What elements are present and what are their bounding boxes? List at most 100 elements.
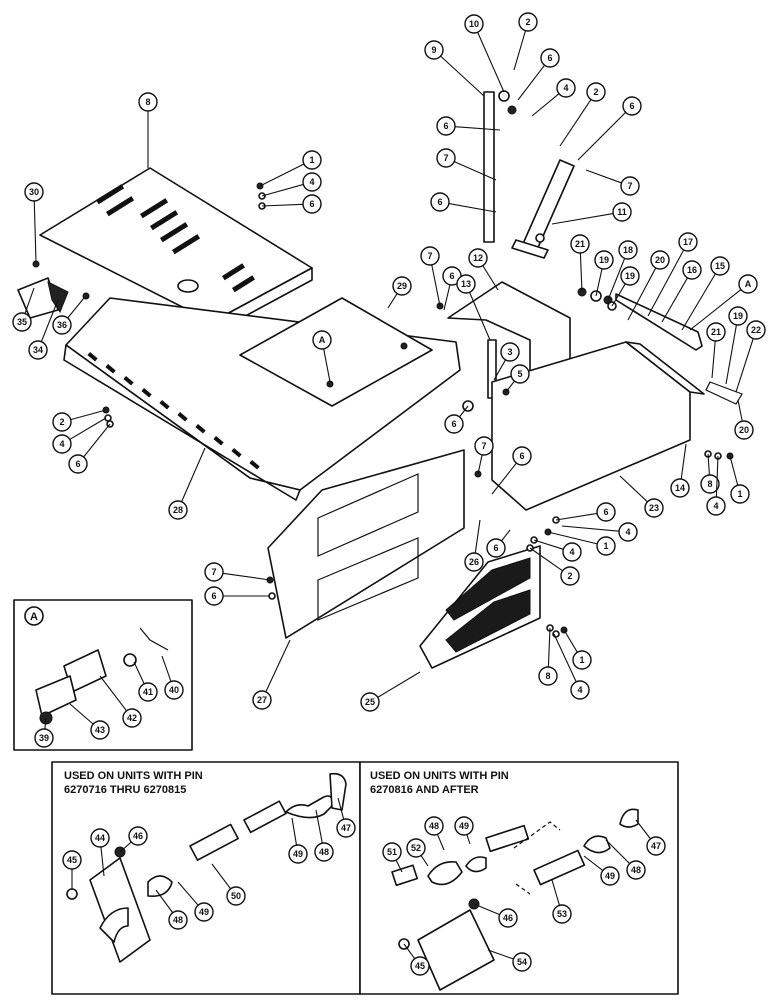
callout-5: 5	[505, 364, 530, 393]
callout-51: 51	[382, 842, 403, 873]
callout-number: 54	[517, 957, 527, 967]
callout-48: 48	[314, 809, 334, 862]
callout-bubble	[90, 828, 110, 848]
callout-42: 42	[99, 675, 142, 728]
callout-bubble	[28, 340, 48, 360]
callout-bubble	[314, 842, 334, 862]
callout-A: A	[312, 330, 332, 383]
callout-number: 3	[507, 347, 512, 357]
callout-54: 54	[487, 949, 532, 972]
callout-22: 22	[735, 320, 766, 393]
callout-23: 23	[619, 475, 664, 518]
callout-bubble	[556, 78, 576, 98]
callout-number: 46	[133, 831, 143, 841]
left-side-panel	[267, 449, 465, 639]
callout-number: 4	[577, 685, 582, 695]
callout-leader	[491, 462, 517, 495]
callout-leader	[529, 547, 563, 572]
callout-leader	[161, 655, 172, 682]
callout-45: 45	[62, 850, 82, 890]
callout-29: 29	[387, 276, 412, 309]
callout-number: 23	[649, 503, 659, 513]
callout-bubble	[410, 956, 430, 976]
callout-bubble	[500, 342, 520, 362]
callout-10: 10	[464, 14, 505, 93]
left-panel-caption-line1: USED ON UNITS WITH PIN	[64, 770, 203, 782]
callout-leader	[611, 283, 626, 307]
callout-20: 20	[734, 399, 754, 440]
callout-bubble	[728, 306, 748, 326]
callout-bubble	[204, 562, 224, 582]
callout-bubble	[454, 816, 474, 836]
callout-number: 14	[675, 483, 685, 493]
callout-leader	[547, 627, 551, 668]
callout-leader	[181, 447, 206, 502]
callout-7: 7	[204, 562, 271, 582]
roof-panel	[39, 167, 313, 335]
callout-bubble	[594, 250, 614, 270]
callout-leader	[222, 572, 271, 581]
post-brackets	[483, 90, 575, 259]
callout-bubble	[474, 436, 494, 456]
callout-bubble	[570, 680, 590, 700]
callout-bubble	[670, 478, 690, 498]
callout-26: 26	[464, 519, 484, 572]
hood-assembly	[63, 297, 461, 501]
callout-48: 48	[155, 889, 188, 930]
callout-bubble	[626, 860, 646, 880]
callout-leader	[337, 797, 345, 820]
callout-bubble	[164, 680, 184, 700]
callout-8: 8	[700, 453, 720, 494]
callout-leader	[473, 903, 500, 916]
callout-number: 9	[431, 45, 436, 55]
callout-leader	[579, 252, 583, 293]
callout-leader	[533, 539, 564, 550]
callout-bubble	[90, 720, 110, 740]
callout-2: 2	[559, 82, 606, 147]
callout-number: 4	[713, 501, 718, 511]
callout-bubble	[518, 12, 538, 32]
callout-bubble	[560, 566, 580, 586]
callout-leader	[67, 297, 85, 319]
callout-number: 48	[173, 915, 183, 925]
callout-bubble	[436, 116, 456, 136]
callout-number: 36	[57, 320, 67, 330]
callout-46: 46	[119, 826, 148, 853]
callout-leader	[83, 423, 111, 458]
callout-number: A	[319, 335, 326, 345]
callout-19: 19	[594, 250, 614, 297]
callout-leader	[33, 200, 37, 263]
callout-leader	[395, 859, 403, 873]
right-side-panel	[491, 341, 705, 511]
callout-leader	[69, 417, 107, 440]
callout-bubble	[486, 538, 506, 558]
callout-number: 11	[617, 207, 627, 217]
callout-leader	[459, 405, 469, 418]
callout-bubble	[52, 315, 72, 335]
callout-leader	[387, 293, 398, 309]
callout-leader	[493, 359, 507, 381]
callout-leader	[291, 817, 298, 846]
callout-bubble	[734, 420, 754, 440]
callout-leader	[454, 161, 497, 181]
callout-bubble	[706, 496, 726, 516]
callout-leader	[100, 846, 105, 877]
callout-number: 49	[459, 821, 469, 831]
callout-leader	[403, 943, 416, 960]
callout-bubble	[360, 692, 380, 712]
callout-number: 1	[309, 155, 314, 165]
callout-number: 21	[711, 327, 721, 337]
callout-number: 22	[751, 325, 761, 335]
callout-number: 26	[469, 557, 479, 567]
callout-leader	[377, 671, 421, 698]
callout-4: 4	[553, 633, 590, 700]
callout-number: 7	[427, 251, 432, 261]
callout-6: 6	[491, 446, 532, 495]
callout-bubble	[612, 202, 632, 222]
callout-bubble	[52, 412, 72, 432]
callout-bubble	[392, 276, 412, 296]
callout-25: 25	[360, 671, 421, 712]
callout-number: 20	[655, 255, 665, 265]
callout-number: 4	[59, 439, 64, 449]
callout-bubble	[540, 48, 560, 68]
